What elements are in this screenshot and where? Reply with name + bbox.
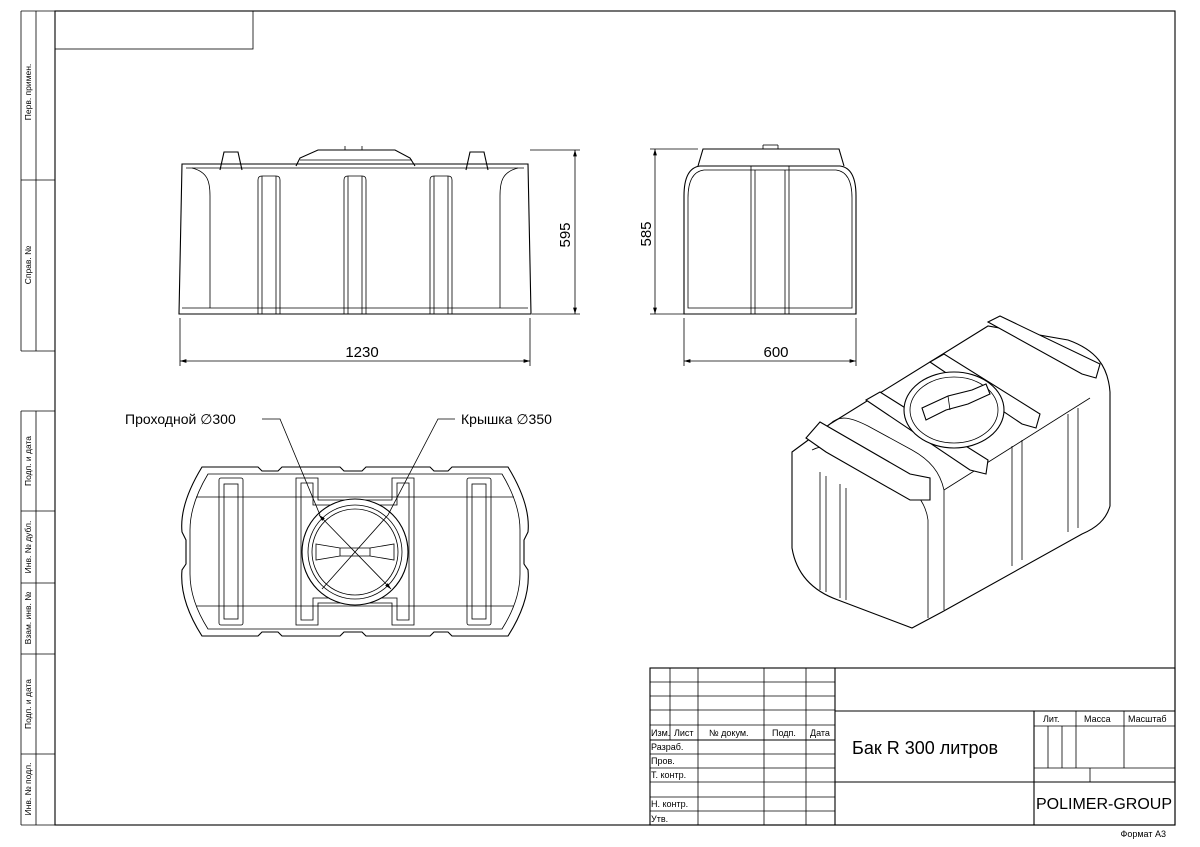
top-view bbox=[181, 418, 529, 637]
lid-callout: Крышка ∅350 bbox=[461, 411, 552, 427]
side-label-vzam: Взам. инв. № bbox=[23, 592, 33, 645]
format-label: Формат А3 bbox=[1121, 829, 1166, 839]
title-block bbox=[649, 667, 1176, 826]
lit-header: Лит. bbox=[1043, 714, 1060, 724]
col-header-data: Дата bbox=[810, 728, 830, 738]
side-label-sprav: Справ. № bbox=[23, 246, 33, 285]
drawing-title: Бак R 300 литров bbox=[852, 738, 998, 758]
manhole-callout: Проходной ∅300 bbox=[125, 411, 236, 427]
title-block-headers: Изм. Лист № докум. Подп. Дата Разраб. Пр… bbox=[651, 714, 1172, 824]
company-name: POLIMER-GROUP bbox=[1036, 796, 1172, 813]
col-header-podp: Подп. bbox=[772, 728, 796, 738]
side-label-inv-podl: Инв. № подл. bbox=[23, 763, 33, 816]
row-label-prov: Пров. bbox=[651, 756, 675, 766]
masshtab-header: Масштаб bbox=[1128, 714, 1167, 724]
side-labels: Перв. примен. Справ. № Подп. и дата Инв.… bbox=[23, 64, 33, 816]
row-label-t-kontr: Т. контр. bbox=[651, 770, 686, 780]
row-label-razrab: Разраб. bbox=[651, 742, 683, 752]
front-height-dimension: 595 bbox=[557, 222, 574, 247]
side-label-inv-dubl: Инв. № дубл. bbox=[23, 521, 33, 574]
massa-header: Масса bbox=[1084, 714, 1111, 724]
col-header-list: Лист bbox=[674, 728, 694, 738]
side-label-podp2: Подп. и дата bbox=[23, 679, 33, 729]
side-label-perv: Перв. примен. bbox=[23, 64, 33, 121]
col-header-dokum: № докум. bbox=[709, 728, 749, 738]
row-label-n-kontr: Н. контр. bbox=[651, 799, 688, 809]
side-label-podp1: Подп. и дата bbox=[23, 436, 33, 486]
side-view bbox=[650, 144, 857, 366]
row-label-utv: Утв. bbox=[651, 814, 668, 824]
isometric-view bbox=[791, 315, 1111, 629]
sheet-frame bbox=[20, 10, 1176, 826]
side-width-dimension: 600 bbox=[763, 344, 788, 361]
side-height-dimension: 585 bbox=[638, 221, 655, 246]
col-header-izm: Изм. bbox=[651, 728, 670, 738]
front-view bbox=[178, 146, 580, 366]
front-length-dimension: 1230 bbox=[345, 344, 378, 361]
